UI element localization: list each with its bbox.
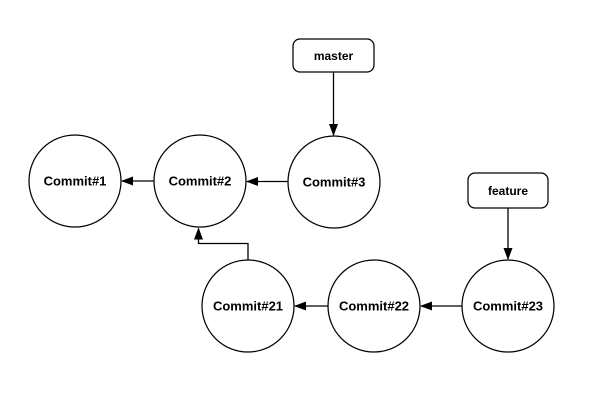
master-label: master [314, 49, 354, 63]
branch-label-feature: feature [467, 172, 549, 209]
feature-label: feature [488, 184, 528, 198]
node-commit22: Commit#22 [327, 259, 421, 353]
commit1-circle [28, 134, 122, 228]
node-commit2: Commit#2 [153, 134, 247, 228]
commit3-label: Commit#3 [303, 175, 366, 190]
commit23-label: Commit#23 [473, 299, 543, 314]
commit22-label: Commit#22 [339, 299, 409, 314]
node-commit1: Commit#1 [28, 134, 122, 228]
feature-box [467, 172, 549, 209]
node-commit21: Commit#21 [201, 259, 295, 353]
master-box [292, 38, 375, 73]
commit21-circle [201, 259, 295, 353]
commit22-circle [327, 259, 421, 353]
commit2-label: Commit#2 [169, 174, 232, 189]
branch-label-master: master [292, 38, 375, 73]
commit21-label: Commit#21 [213, 299, 283, 314]
node-commit23: Commit#23 [461, 259, 555, 353]
edge-commit21-to-commit2 [194, 227, 249, 260]
commit3-circle [287, 135, 381, 229]
commit23-circle [461, 259, 555, 353]
commit1-label: Commit#1 [44, 174, 107, 189]
commit2-circle [153, 134, 247, 228]
node-commit3: Commit#3 [287, 135, 381, 229]
